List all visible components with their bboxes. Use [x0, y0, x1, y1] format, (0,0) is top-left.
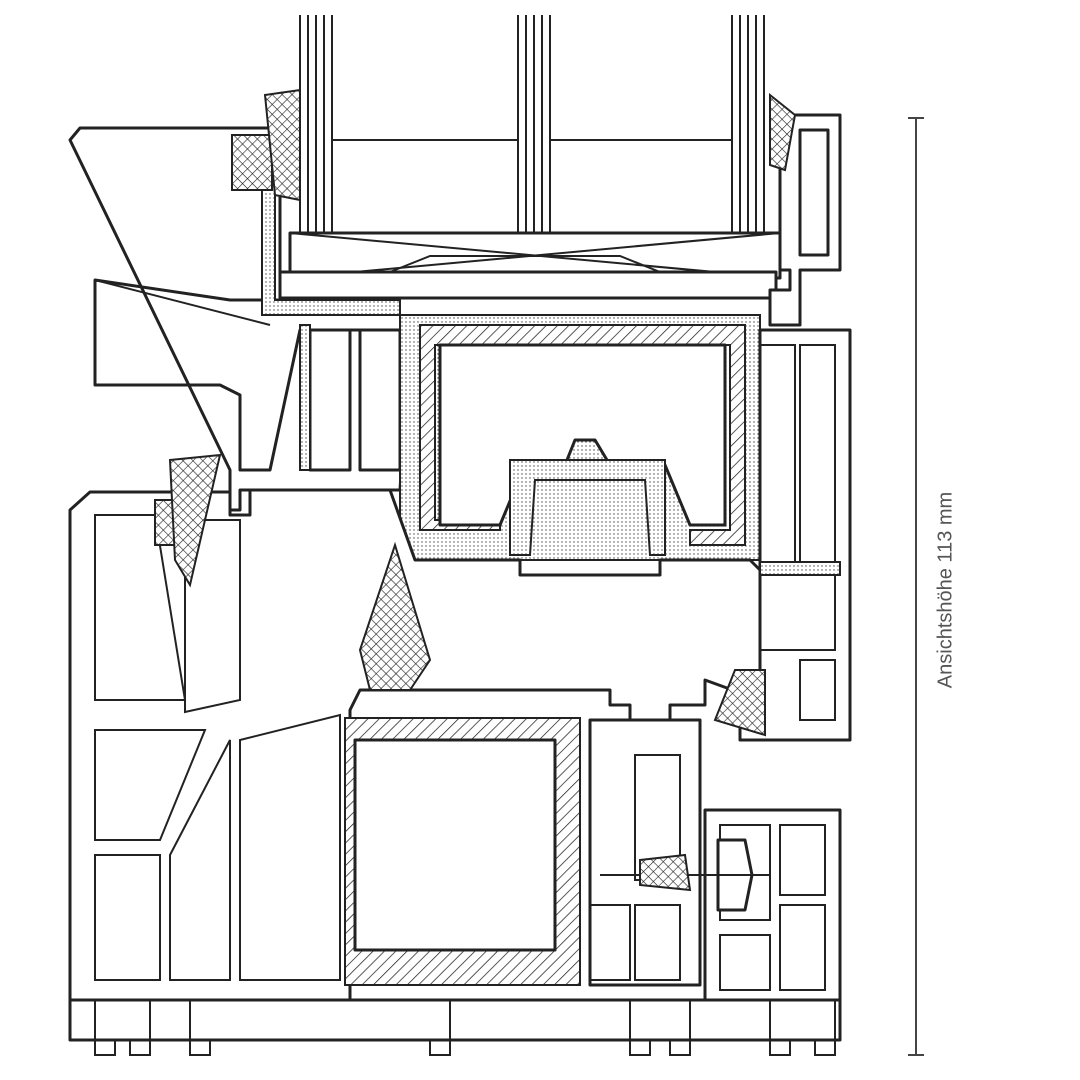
frame-right-profile: [713, 92, 852, 742]
sash-profile: [68, 88, 761, 561]
height-dimension-line: [908, 117, 924, 1056]
glass-panes: [274, 15, 782, 300]
dimension-label: Ansichtshöhe 113 mm: [934, 491, 957, 689]
frame-profile: [68, 453, 842, 1056]
